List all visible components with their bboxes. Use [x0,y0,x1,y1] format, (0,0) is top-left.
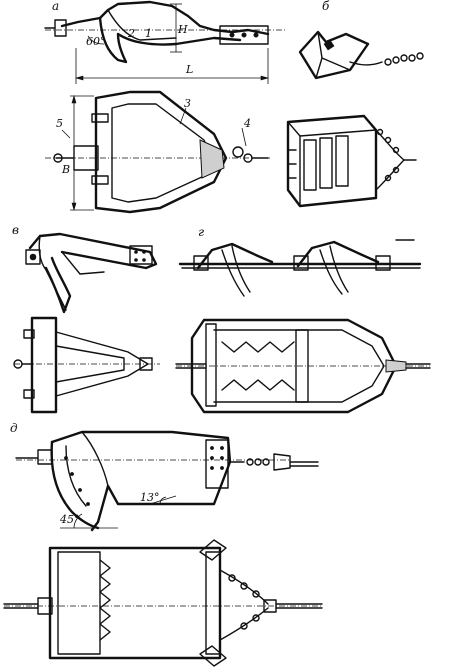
angle-13-label: 13° [140,491,160,504]
angle-60-label: 60° [86,35,106,48]
figure-label-v: в [12,223,19,237]
fig-v-plan-view [13,316,160,414]
angle-45-label: 45° [60,513,80,526]
fig-b-box-bucket [286,114,417,208]
fig-d-side-view [15,430,319,532]
dimension-b-label: B [62,163,71,176]
fig-a-side-view [44,0,285,84]
dimension-l-label: L [186,63,194,76]
fig-g-plan-view [175,318,431,414]
fig-v-side-view [25,232,158,314]
figure-label-d: д [10,421,18,435]
part-number-5: 5 [56,117,63,130]
figure-label-a: а [52,0,60,13]
fig-d-plan-view [3,539,323,667]
figure-label-g: г [198,225,205,239]
dimension-h-label: H [178,23,188,36]
fig-b-bucket [298,30,424,80]
part-number-1: 1 [145,27,152,40]
part-number-3: 3 [184,97,191,110]
part-number-2: 2 [128,27,135,40]
figure-label-b: б [322,0,330,13]
fig-g-side-view [178,239,422,297]
part-number-4: 4 [244,117,251,130]
fig-a-plan-view [45,90,270,214]
